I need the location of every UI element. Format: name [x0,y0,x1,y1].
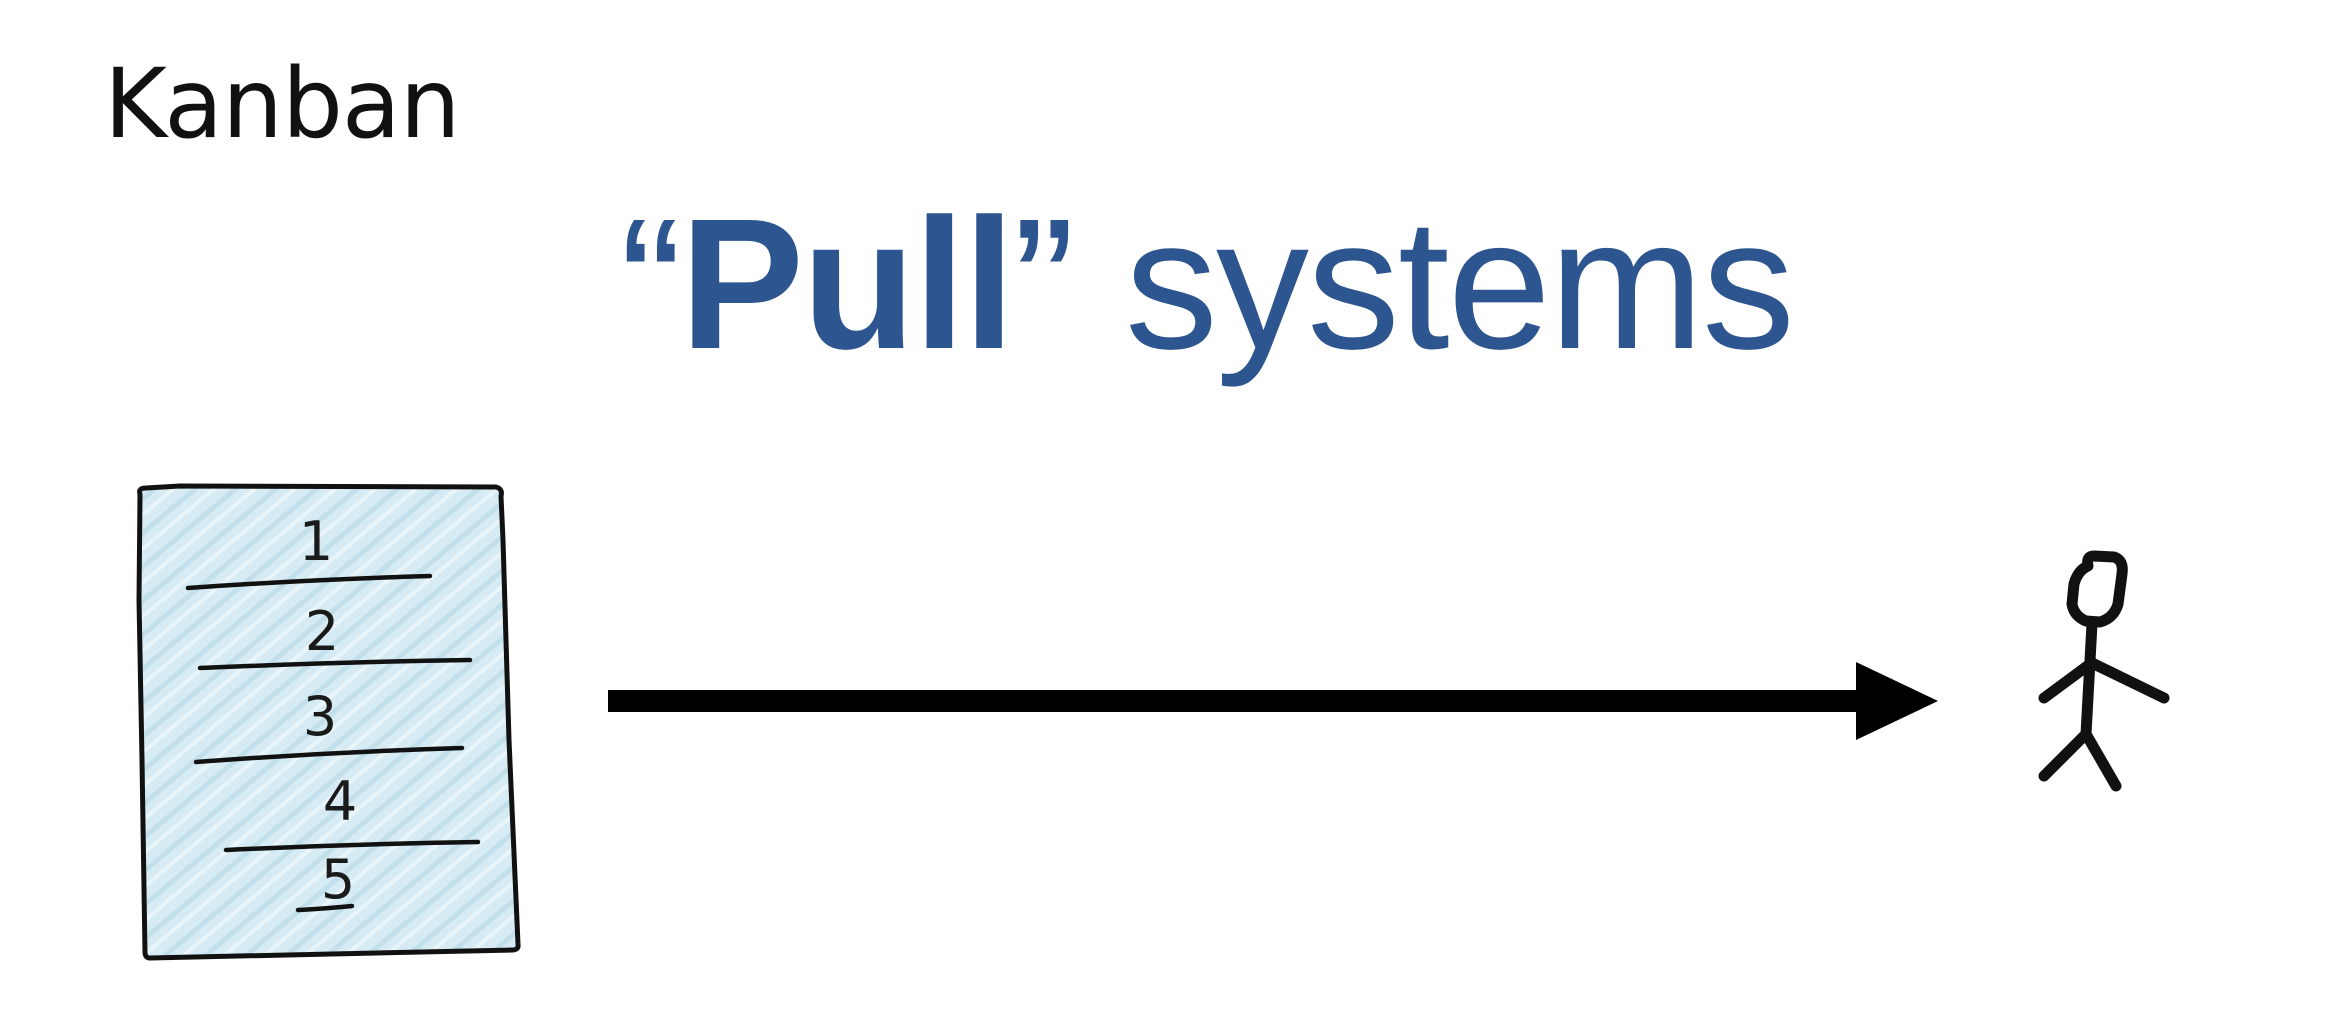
backlog-item-4: 4 [323,770,357,833]
backlog-item-5: 5 [321,848,355,911]
headline-emphasis: Pull [679,181,1015,388]
stick-figure-leg-left [2038,728,2092,782]
headline-close-quote: ” [1012,181,1075,388]
headline-open-quote: “ [620,181,682,388]
stick-figure-body [2080,618,2098,740]
backlog-divider-1 [185,573,433,591]
pull-arrow-shaft [608,690,1862,712]
stick-figure-arm-right [2084,656,2170,704]
backlog-divider-5 [295,903,355,913]
backlog-divider-2 [197,657,473,671]
pull-arrow-head [1856,662,1938,740]
stick-figure-leg-right [2080,728,2122,792]
slide-title: Kanban [104,48,461,160]
stick-figure-head [2066,550,2128,628]
backlog-item-1: 1 [299,510,333,573]
pull-arrow [608,662,1938,740]
backlog-divider-3 [193,745,465,765]
stick-figure-arm-left [2038,658,2096,704]
backlog-item-3: 3 [303,685,337,748]
backlog-item-2: 2 [305,600,339,663]
backlog-list-card: 1 2 3 4 5 [136,483,521,961]
backlog-card-outline [136,483,521,961]
backlog-card-fill [137,486,518,958]
backlog-divider-4 [223,839,481,853]
stick-figure-icon [2038,550,2170,792]
headline-rest: systems [1124,181,1795,388]
headline: “Pull”systems [620,192,1795,378]
